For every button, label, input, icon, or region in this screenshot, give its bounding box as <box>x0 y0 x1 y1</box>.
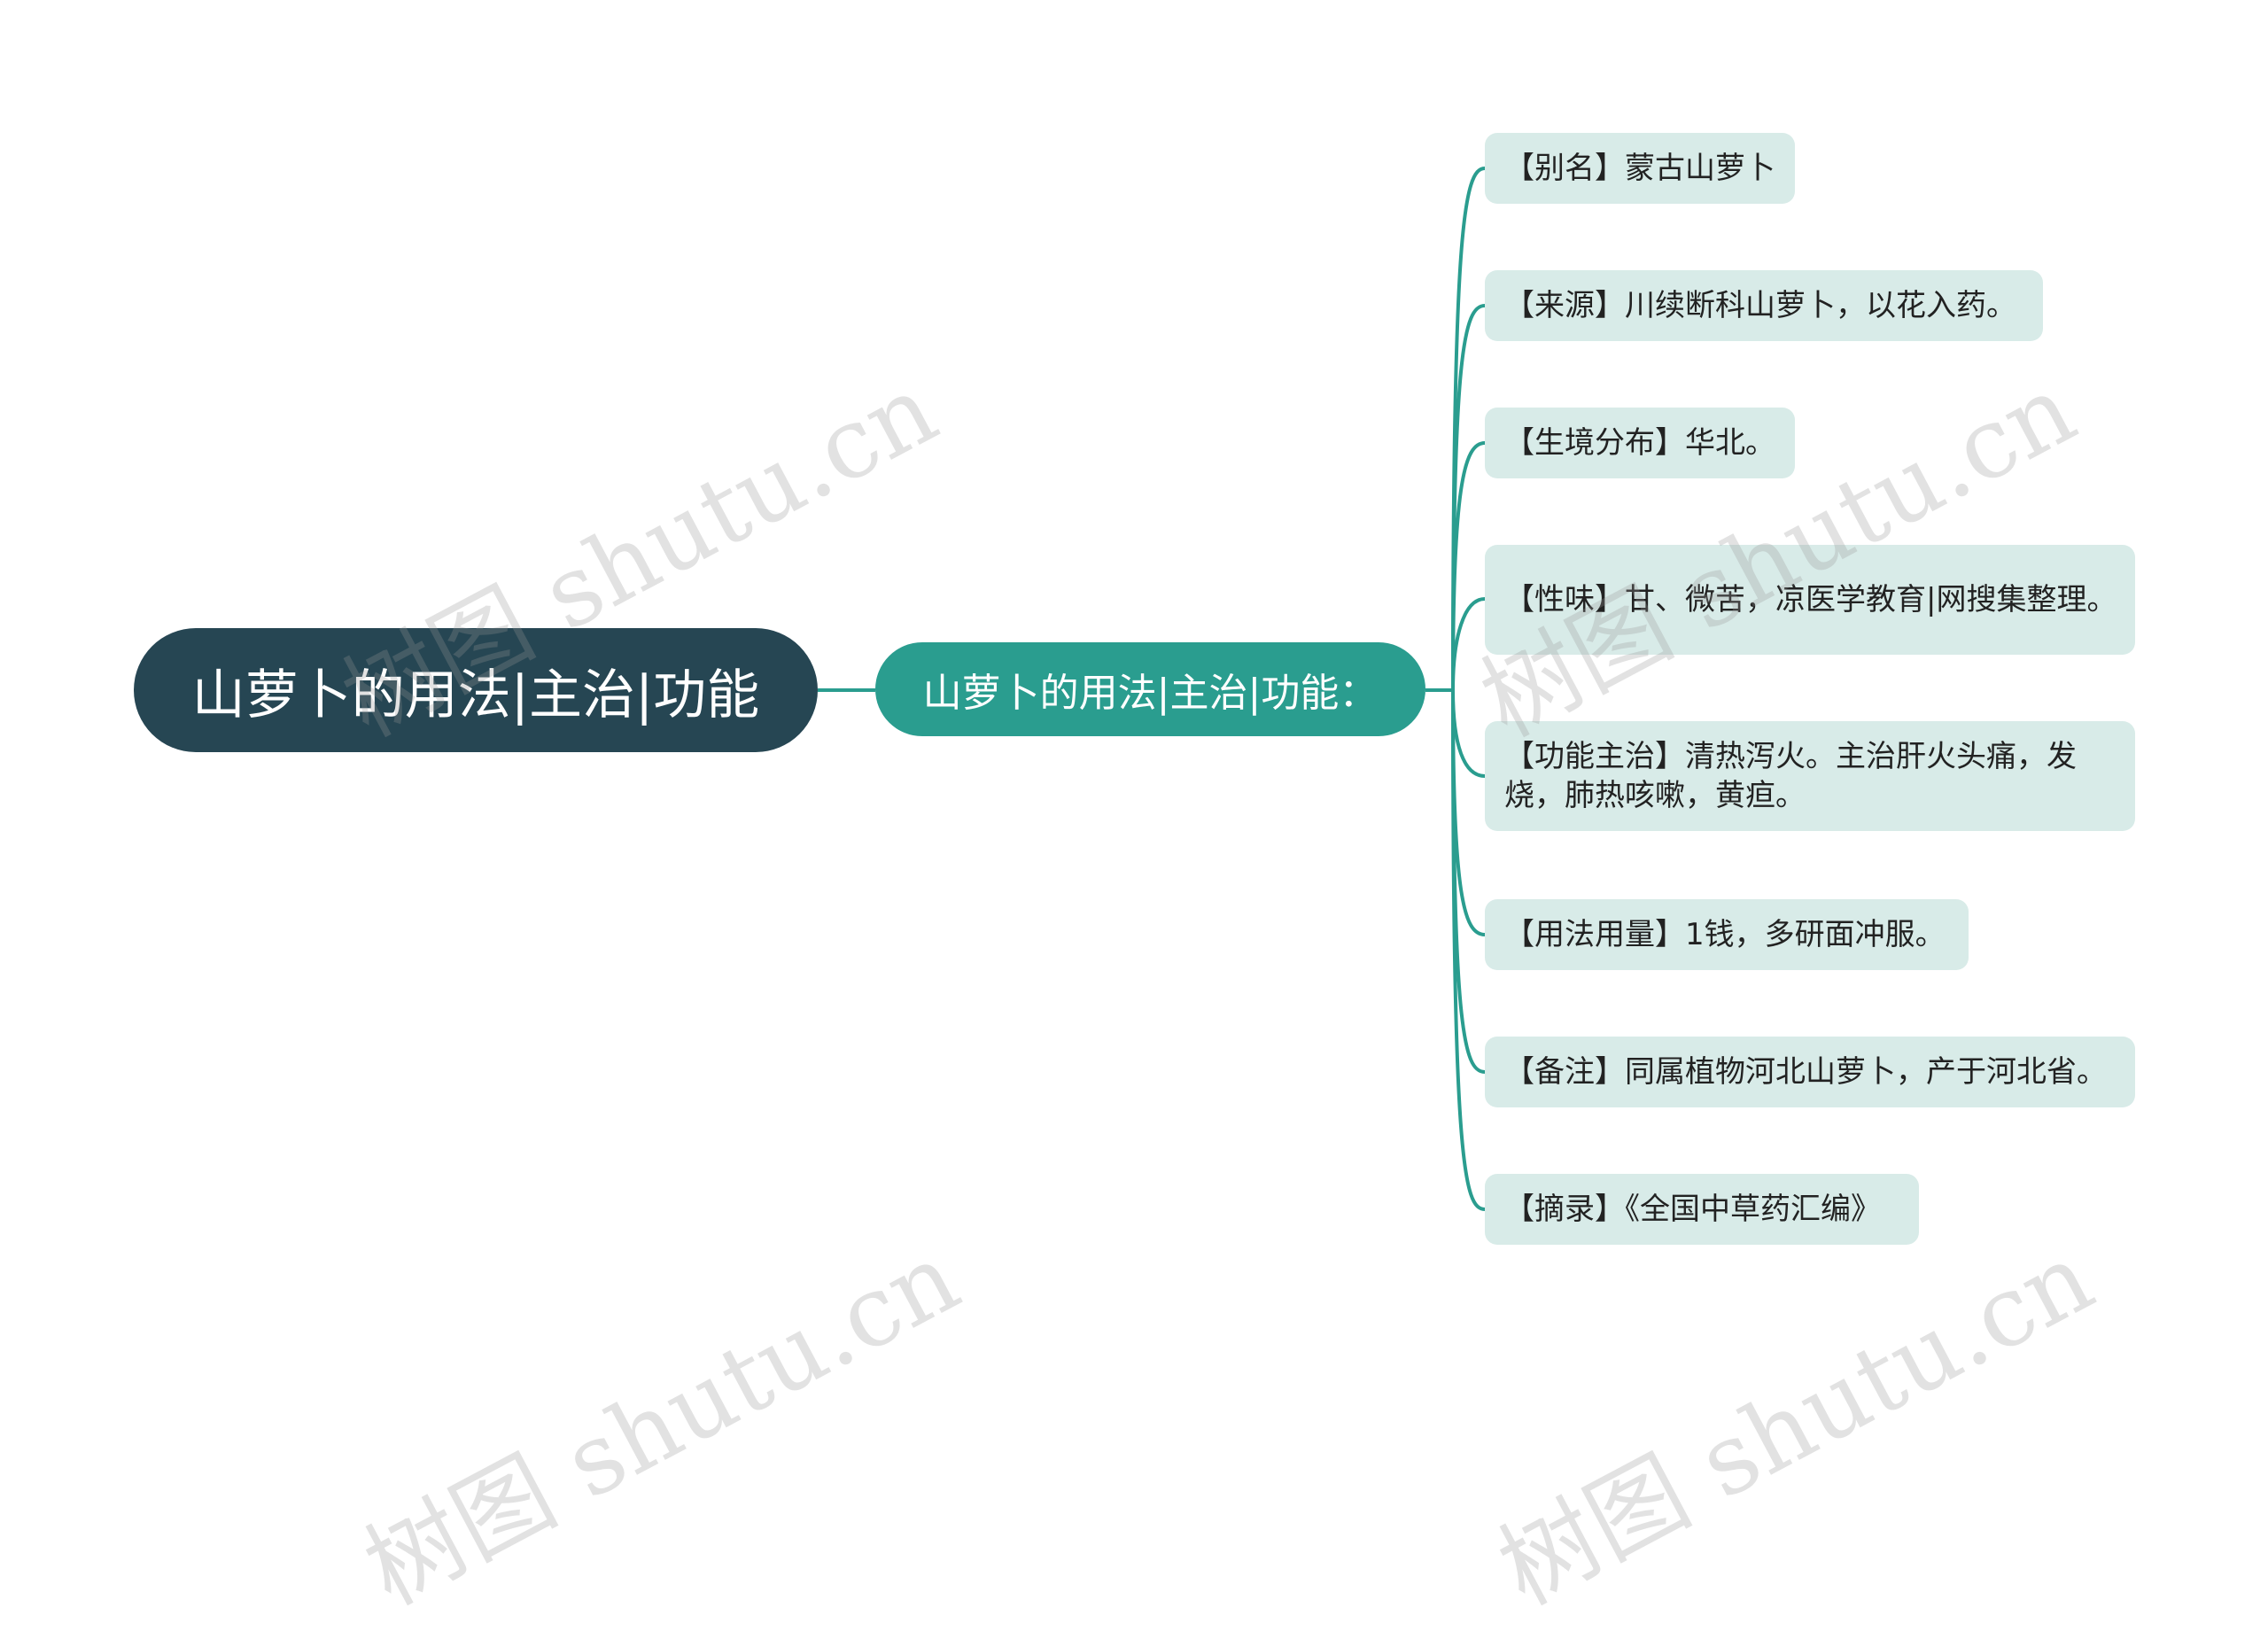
leaf-node-alias[interactable]: 【别名】蒙古山萝卜 <box>1485 133 1795 204</box>
edge-leaf-4 <box>1451 597 1486 691</box>
branch-node[interactable]: 山萝卜的用法|主治|功能： <box>875 642 1425 736</box>
leaf-node-habitat[interactable]: 【生境分布】华北。 <box>1485 408 1795 478</box>
leaf-node-taste[interactable]: 【性味】甘、微苦，凉医学教育|网搜集整理。 <box>1485 545 2135 655</box>
root-node-label: 山萝卜的用法|主治|功能 <box>191 664 760 726</box>
mindmap-canvas: 山萝卜的用法|主治|功能 山萝卜的用法|主治|功能： 【别名】蒙古山萝卜 【来源… <box>134 133 2135 1627</box>
leaf-node-excerpt[interactable]: 【摘录】《全国中草药汇编》 <box>1485 1174 1919 1245</box>
leaf-node-label: 【别名】蒙古山萝卜 <box>1504 151 1775 186</box>
leaf-node-dosage[interactable]: 【用法用量】1钱，多研面冲服。 <box>1485 899 1969 970</box>
leaf-node-function[interactable]: 【功能主治】清热泻火。主治肝火头痛，发烧，肺热咳嗽，黄疸。 <box>1485 721 2135 831</box>
edge-leaf-6 <box>1451 689 1486 936</box>
leaf-node-label: 【用法用量】1钱，多研面冲服。 <box>1504 917 1946 952</box>
edge-leaf-8 <box>1451 689 1486 1211</box>
leaf-node-note[interactable]: 【备注】同属植物河北山萝卜，产于河北省。 <box>1485 1037 2135 1107</box>
edge-leaf-3 <box>1451 441 1486 691</box>
leaf-node-label: 【摘录】《全国中草药汇编》 <box>1504 1192 1881 1227</box>
leaf-node-label: 【备注】同属植物河北山萝卜，产于河北省。 <box>1504 1054 2107 1090</box>
connector-lines <box>818 167 1486 1211</box>
root-node[interactable]: 山萝卜的用法|主治|功能 <box>134 628 818 752</box>
branch-node-label: 山萝卜的用法|主治|功能： <box>922 671 1379 716</box>
leaf-node-source[interactable]: 【来源】川续断科山萝卜，以花入药。 <box>1485 270 2043 341</box>
leaf-node-label: 【来源】川续断科山萝卜，以花入药。 <box>1504 288 2016 323</box>
edge-leaf-5 <box>1451 689 1486 778</box>
leaf-node-label: 【生境分布】华北。 <box>1504 425 1775 461</box>
leaf-node-label: 【性味】甘、微苦，凉医学教育|网搜集整理。 <box>1504 582 2117 617</box>
leaf-node-label: 【功能主治】清热泻火。主治肝火头痛，发烧，肺热咳嗽，黄疸。 <box>1504 739 2077 813</box>
